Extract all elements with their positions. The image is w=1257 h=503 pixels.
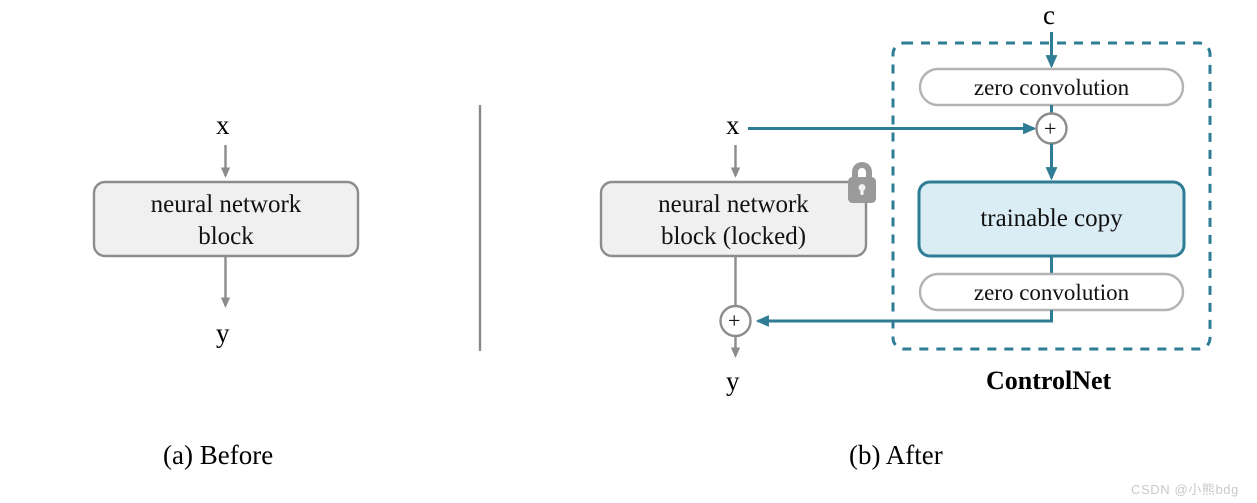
- input-label-x-a: x: [216, 110, 230, 140]
- controlnet-label: ControlNet: [986, 366, 1112, 395]
- input-label-x-b: x: [726, 110, 740, 140]
- caption-panel-a: (a) Before: [163, 440, 274, 470]
- caption-panel-b: (b) After: [849, 440, 943, 470]
- zero-convolution-bottom-text: zero convolution: [973, 280, 1130, 305]
- add-node-top-symbol: +: [1044, 116, 1057, 141]
- arrow-zeroconv-bottom-to-add-bottom: [755, 310, 1053, 327]
- condition-label-c: c: [1043, 0, 1055, 30]
- block-a-line2: block: [198, 223, 254, 250]
- neural-network-block-a-text: neural network block: [94, 189, 358, 253]
- block-a-line1: neural network: [150, 191, 302, 218]
- block-b-line1: neural network: [658, 191, 809, 218]
- lock-icon: [848, 162, 876, 203]
- block-b-line2: block (locked): [660, 223, 807, 250]
- neural-network-block-locked-text: neural network block (locked): [601, 189, 866, 253]
- neural-network-block-locked: [599, 180, 868, 258]
- watermark-label: CSDN @小熊bdg: [1131, 482, 1239, 497]
- zero-convolution-top-text: zero convolution: [973, 75, 1130, 100]
- trainable-copy-text: trainable copy: [980, 205, 1123, 232]
- add-node-bottom-symbol: +: [728, 308, 741, 333]
- output-label-y-a: y: [216, 318, 230, 348]
- output-label-y-b: y: [726, 366, 740, 396]
